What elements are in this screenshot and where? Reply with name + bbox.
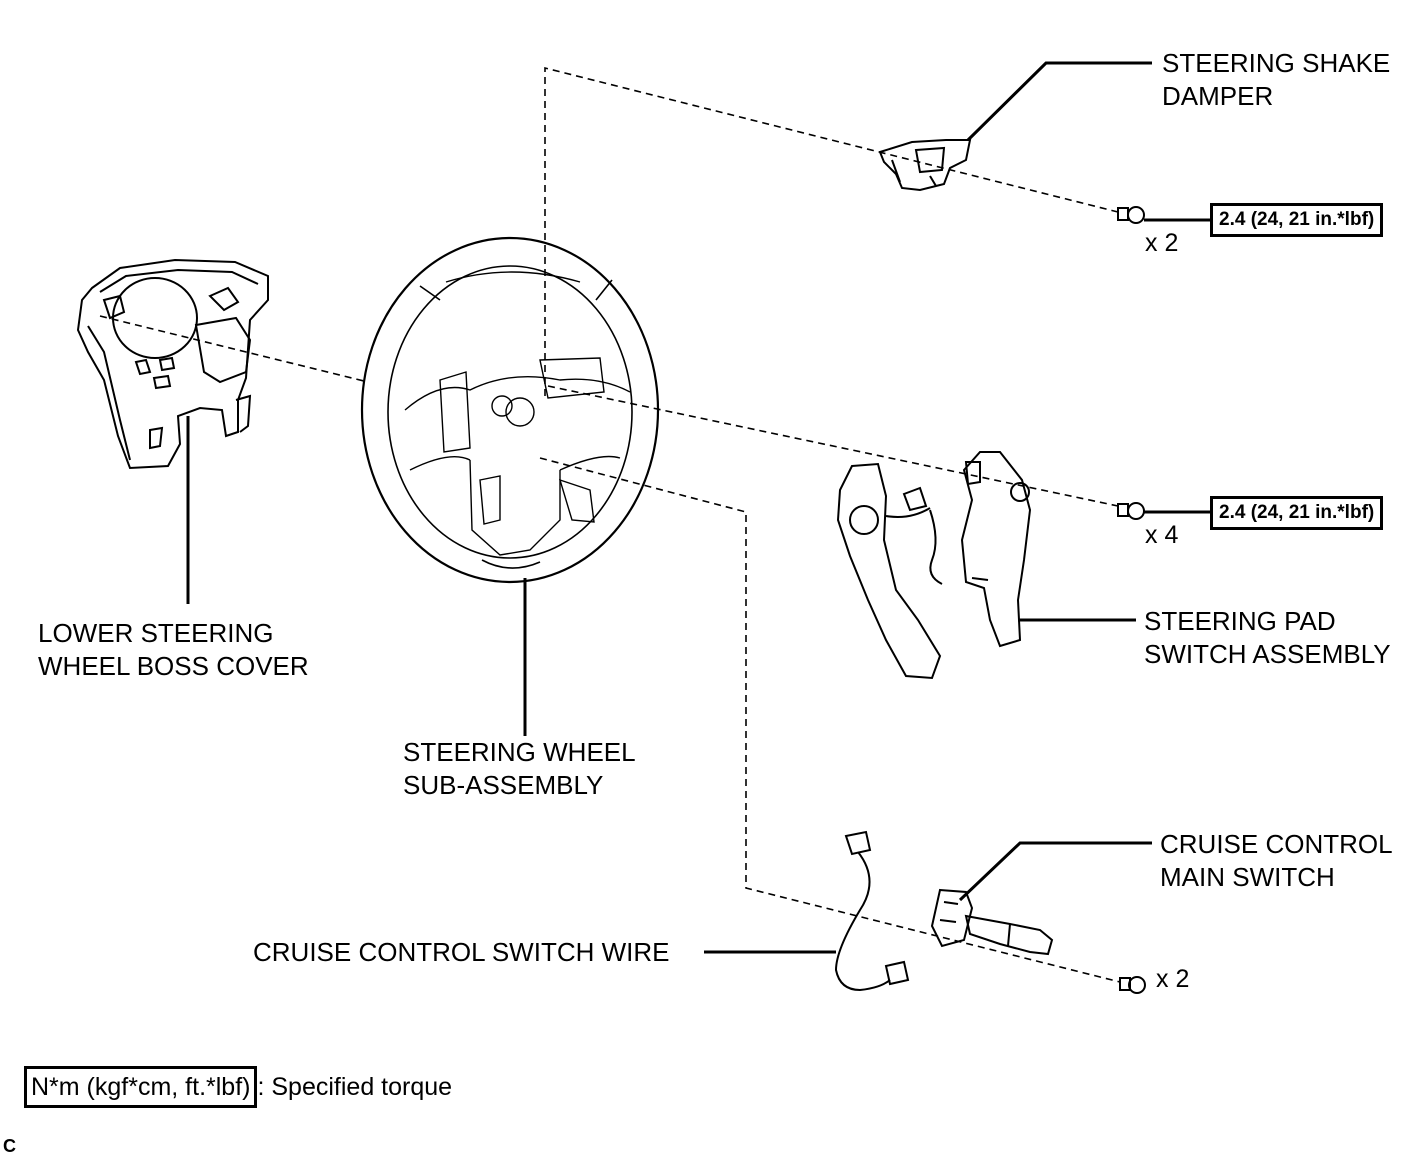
qty-pad-bolt: x 4: [1145, 521, 1179, 549]
cruise-main-switch-leader: [958, 841, 1152, 902]
torque-box-pad: 2.4 (24, 21 in.*lbf): [1210, 496, 1384, 530]
label-line: LOWER STEERING: [38, 618, 274, 648]
torque-legend: N*m (kgf*cm, ft.*lbf): Specified torque: [24, 1066, 452, 1108]
steering-shake-damper-part: [878, 139, 972, 192]
label-line: CRUISE CONTROL: [1160, 829, 1393, 859]
label-line: STEERING PAD: [1144, 606, 1336, 636]
torque-box-damper: 2.4 (24, 21 in.*lbf): [1210, 203, 1384, 237]
label-line: WHEEL BOSS COVER: [38, 651, 309, 681]
label-steering-wheel: STEERING WHEEL SUB-ASSEMBLY: [403, 736, 636, 802]
cruise-main-switch-part: [930, 888, 1054, 956]
main-switch-bolt: [1119, 976, 1146, 994]
steering-wheel-part: [360, 236, 660, 584]
label-cruise-switch-wire: CRUISE CONTROL SWITCH WIRE: [253, 937, 670, 967]
label-lower-boss-cover: LOWER STEERING WHEEL BOSS COVER: [38, 617, 309, 683]
label-steering-shake-damper: STEERING SHAKE DAMPER: [1162, 47, 1390, 113]
label-line: MAIN SWITCH: [1160, 862, 1335, 892]
pad-bolt: [1117, 502, 1145, 520]
damper-bolt: [1117, 206, 1145, 224]
label-line: SWITCH ASSEMBLY: [1144, 639, 1391, 669]
legend-description: : Specified torque: [257, 1073, 453, 1101]
label-cruise-main-switch: CRUISE CONTROL MAIN SWITCH: [1160, 828, 1393, 894]
label-steering-pad-switch: STEERING PAD SWITCH ASSEMBLY: [1144, 605, 1391, 671]
label-line: STEERING SHAKE: [1162, 48, 1391, 78]
qty-damper-bolt: x 2: [1145, 229, 1179, 257]
label-line: SUB-ASSEMBLY: [403, 770, 604, 800]
lower-boss-cover-part: [76, 258, 269, 470]
steering-pad-switch-part: [836, 451, 1032, 680]
legend-torque-box: N*m (kgf*cm, ft.*lbf): [24, 1066, 258, 1108]
steering-shake-damper-leader: [966, 61, 1152, 142]
figure-code: C: [3, 1136, 16, 1156]
cruise-control-switch-wire-part: [834, 830, 910, 992]
label-line: DAMPER: [1162, 81, 1274, 111]
qty-main-switch-bolt: x 2: [1156, 965, 1190, 993]
alignment-lines: [99, 66, 1121, 983]
label-line: STEERING WHEEL: [403, 737, 636, 767]
